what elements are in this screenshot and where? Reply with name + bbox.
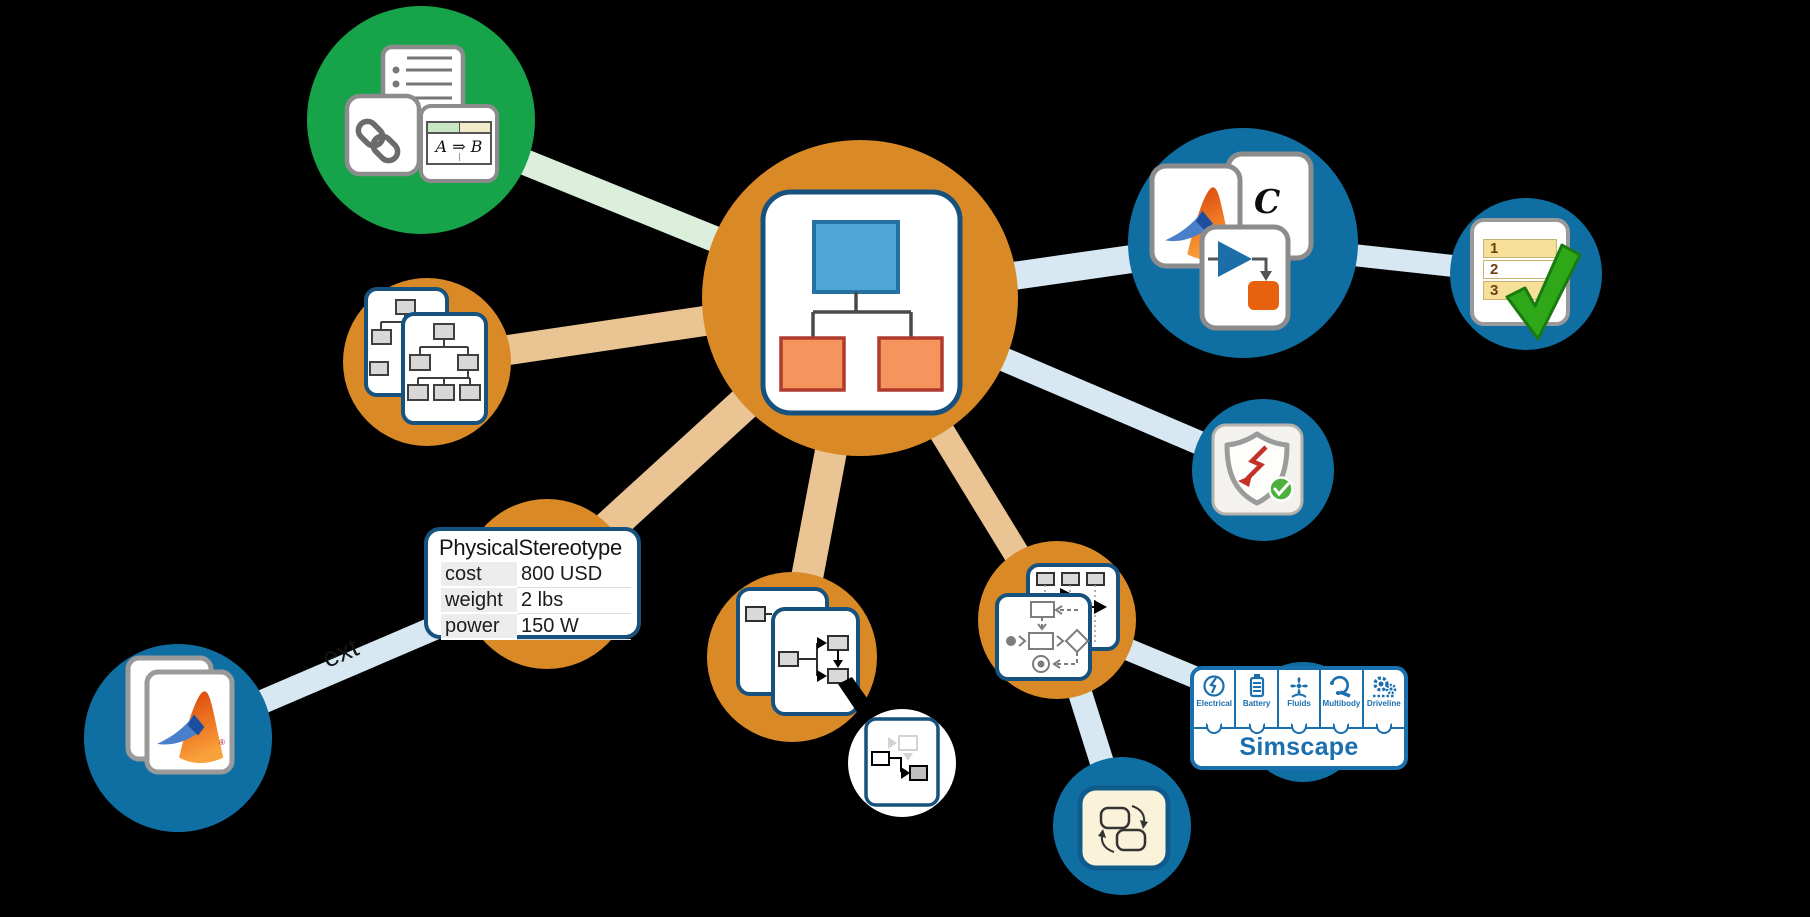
architecture-root-block	[812, 220, 900, 294]
requirements-header-yellow-cell	[459, 123, 490, 132]
requirements-table-header	[428, 123, 490, 134]
requirements-header-green-cell	[428, 123, 460, 132]
architecture-child-block-right	[877, 336, 944, 392]
simscape-product-label: Multibody	[1322, 699, 1361, 708]
stateflow-icon	[1077, 785, 1171, 871]
puzzle-notch	[1248, 723, 1265, 734]
matlab-files-icon	[125, 655, 235, 775]
puzzle-notch	[1206, 723, 1223, 734]
requirements-implication-text: A ⇒ B	[428, 134, 490, 161]
c-language-label: C	[1254, 182, 1281, 221]
stereotype-properties-table: cost 800 USD weight 2 lbs power 150 W	[441, 562, 631, 640]
lightning-bolt-icon	[1245, 445, 1268, 481]
simscape-column-battery: Battery	[1236, 670, 1279, 734]
table-row: cost 800 USD	[441, 562, 631, 588]
check-badge-icon	[1268, 476, 1294, 502]
puzzle-notch	[1291, 723, 1308, 734]
stereotype-card: PhysicalStereotype cost 800 USD weight 2…	[424, 527, 641, 640]
property-value: 150 W	[517, 613, 631, 640]
simscape-product-label: Fluids	[1287, 699, 1311, 708]
table-row: power 150 W	[441, 613, 631, 640]
stereotype-title: PhysicalStereotype	[439, 535, 622, 560]
callout-tail	[838, 677, 882, 727]
sequence-diagrams-icon	[736, 587, 860, 716]
simulink-card	[1199, 224, 1291, 331]
property-value: 2 lbs	[517, 587, 631, 614]
simscape-driveline-icon	[1372, 676, 1397, 698]
requirements-table: A ⇒ B	[426, 121, 492, 165]
simscape-box: Electrical Battery	[1190, 666, 1408, 770]
simscape-battery-icon	[1249, 674, 1264, 698]
simscape-product-label: Driveline	[1366, 699, 1401, 708]
requirements-table-card: A ⇒ B	[419, 104, 499, 183]
architecture-child-block-left	[779, 336, 846, 392]
simulink-subsystem-block	[1248, 281, 1279, 310]
simscape-multibody-icon	[1330, 675, 1352, 698]
simscape-electrical-icon	[1203, 675, 1225, 697]
matlab-c-simulink-icon	[1149, 151, 1314, 331]
checklist-card: 1 2 3	[1470, 218, 1582, 341]
activity-diagrams-icon	[995, 563, 1120, 681]
simscape-product-columns: Electrical Battery	[1194, 670, 1404, 734]
sequence-detail-icon	[871, 735, 928, 781]
property-name: weight	[441, 587, 517, 614]
matlab-registered-mark: ®	[219, 738, 225, 747]
security-shield-icon	[1211, 423, 1304, 516]
simscape-title: Simscape	[1239, 733, 1359, 761]
hierarchy-icon	[364, 287, 488, 425]
puzzle-notch	[1333, 723, 1350, 734]
link-icon	[344, 93, 422, 177]
table-row: weight 2 lbs	[441, 587, 631, 614]
simscape-fluids-icon	[1290, 677, 1308, 698]
property-value: 800 USD	[517, 562, 631, 588]
architecture-model-icon	[760, 189, 963, 416]
matlab-logo	[157, 691, 224, 764]
simscape-column-driveline: Driveline	[1364, 670, 1404, 734]
simscape-product-label: Battery	[1242, 699, 1271, 708]
simscape-column-fluids: Fluids	[1279, 670, 1322, 734]
property-name: power	[441, 613, 517, 640]
simscape-column-multibody: Multibody	[1321, 670, 1364, 734]
simscape-column-electrical: Electrical	[1194, 670, 1237, 734]
property-name: cost	[441, 562, 517, 588]
puzzle-notch	[1375, 723, 1392, 734]
simulink-gain-triangle	[1218, 241, 1252, 277]
simscape-product-label: Electrical	[1196, 699, 1232, 708]
sequence-detail-callout	[838, 677, 956, 817]
green-checkmark-icon	[1505, 243, 1582, 341]
checklist-item-1: 1	[1483, 239, 1557, 258]
